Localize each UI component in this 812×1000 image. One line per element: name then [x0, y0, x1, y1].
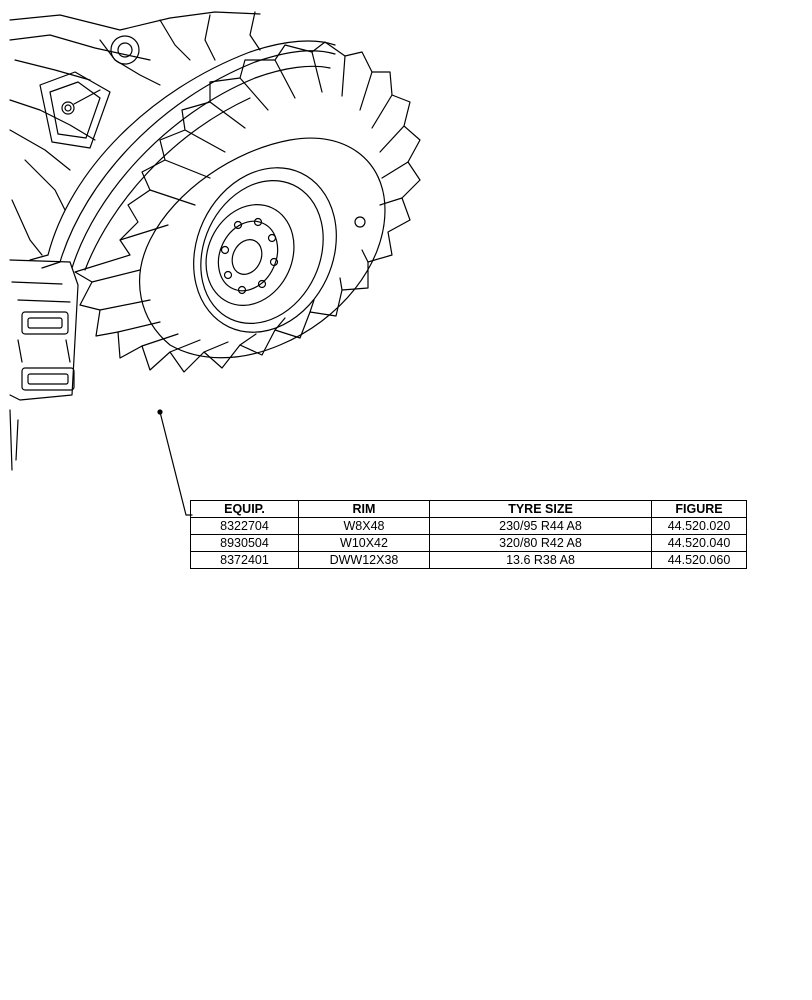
- cell-rim: DWW12X38: [298, 551, 430, 569]
- header-rim: RIM: [298, 500, 430, 518]
- table-row: 8322704 W8X48 230/95 R44 A8 44.520.020: [190, 517, 747, 535]
- leader-line: [157, 409, 193, 516]
- cell-figure: 44.520.040: [651, 534, 747, 552]
- tyre: [74, 41, 421, 373]
- cell-equip: 8930504: [190, 534, 299, 552]
- cell-equip: 8372401: [190, 551, 299, 569]
- rim: [193, 167, 337, 333]
- table-row: 8372401 DWW12X38 13.6 R38 A8 44.520.060: [190, 551, 747, 569]
- cell-tyre-size: 320/80 R42 A8: [429, 534, 652, 552]
- header-equip: EQUIP.: [190, 500, 299, 518]
- cell-figure: 44.520.020: [651, 517, 747, 535]
- table-header-row: EQUIP. RIM TYRE SIZE FIGURE: [190, 500, 747, 518]
- access-step: [9, 259, 79, 471]
- cell-equip: 8322704: [190, 517, 299, 535]
- cell-tyre-size: 230/95 R44 A8: [429, 517, 652, 535]
- table-row: 8930504 W10X42 320/80 R42 A8 44.520.040: [190, 534, 747, 552]
- header-figure: FIGURE: [651, 500, 747, 518]
- header-tyre-size: TYRE SIZE: [429, 500, 652, 518]
- cell-tyre-size: 13.6 R38 A8: [429, 551, 652, 569]
- parts-table: EQUIP. RIM TYRE SIZE FIGURE 8322704 W8X4…: [190, 500, 747, 569]
- cell-figure: 44.520.060: [651, 551, 747, 569]
- cell-rim: W8X48: [298, 517, 430, 535]
- tractor-body-fragment: [9, 11, 261, 256]
- cell-rim: W10X42: [298, 534, 430, 552]
